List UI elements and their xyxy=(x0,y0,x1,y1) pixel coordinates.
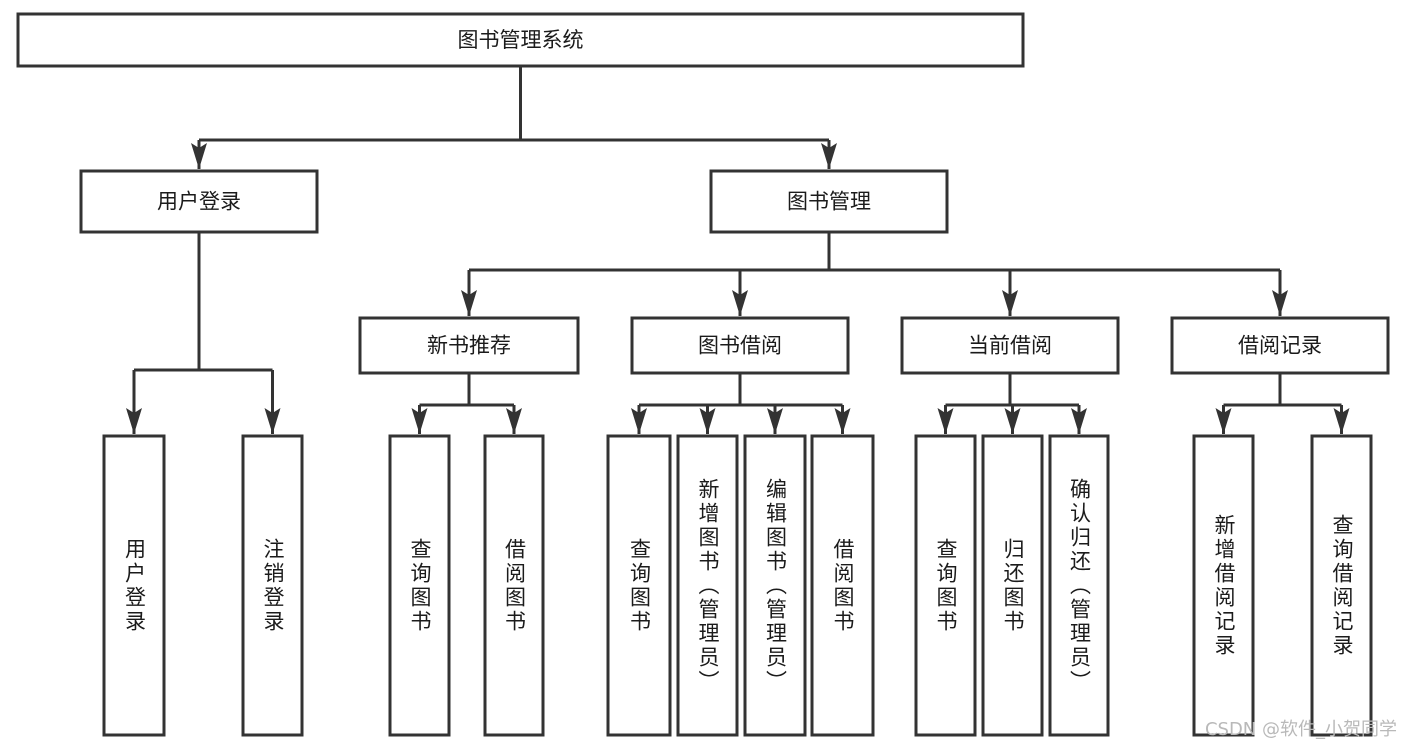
leaf-node-5-box[interactable] xyxy=(676,434,739,737)
leaf-node-3-box[interactable] xyxy=(483,434,545,737)
edge-layer xyxy=(126,66,1350,434)
leaf-node-6[interactable] xyxy=(743,434,807,737)
level3-node-0[interactable]: 新书推荐 xyxy=(358,316,580,375)
leaf-node-6-label-wrap: 编辑图书（管理员） xyxy=(745,436,805,735)
leaf-node-1[interactable] xyxy=(241,434,304,737)
leaf-node-7-label-wrap: 借阅图书 xyxy=(812,436,873,735)
arrow-head-icon xyxy=(767,408,783,434)
leaf-node-1-label: 注销登录 xyxy=(261,537,285,634)
root-node-box[interactable] xyxy=(16,12,1025,68)
level3-node-3-label: 借阅记录 xyxy=(1238,334,1322,358)
leaf-node-6-box[interactable] xyxy=(743,434,807,737)
arrow-head-icon xyxy=(834,408,851,434)
level3-node-3[interactable]: 借阅记录 xyxy=(1170,316,1390,375)
leaf-node-5-label-wrap: 新增图书（管理员） xyxy=(678,436,737,735)
level3-node-1-label: 图书借阅 xyxy=(698,334,782,358)
leaf-node-0-label-wrap: 用户登录 xyxy=(104,436,164,735)
leaf-node-1-box[interactable] xyxy=(241,434,304,737)
root-node-label: 图书管理系统 xyxy=(458,28,584,52)
leaf-node-2-label-wrap: 查询图书 xyxy=(390,436,449,735)
arrow-head-icon xyxy=(1215,408,1232,434)
leaf-node-8-label-wrap: 查询图书 xyxy=(916,436,975,735)
leaf-node-11-label: 新增借阅记录 xyxy=(1212,513,1236,658)
leaf-node-5-label: 新增图书（管理员） xyxy=(696,477,720,694)
leaf-node-8-box[interactable] xyxy=(914,434,977,737)
arrow-head-icon xyxy=(1071,408,1087,434)
leaf-node-2-label: 查询图书 xyxy=(408,537,432,634)
level2-node-1-box[interactable] xyxy=(709,169,949,234)
arrow-head-icon xyxy=(821,143,837,169)
csdn-watermark: CSDN @软件_小贺同学 xyxy=(1204,719,1397,740)
leaf-node-11-box[interactable] xyxy=(1192,434,1255,737)
leaf-node-3-label: 借阅图书 xyxy=(502,537,527,634)
arrow-head-icon xyxy=(699,408,716,434)
arrow-head-icon xyxy=(264,408,281,434)
leaf-node-11-label-wrap: 新增借阅记录 xyxy=(1194,436,1253,735)
arrow-head-icon xyxy=(191,143,207,169)
leaf-node-4[interactable] xyxy=(606,434,672,737)
leaf-node-6-label: 编辑图书（管理员） xyxy=(763,477,788,694)
arrow-head-icon xyxy=(732,290,748,316)
arrow-head-icon xyxy=(1004,408,1021,434)
level3-node-0-box[interactable] xyxy=(358,316,580,375)
level3-node-2-box[interactable] xyxy=(900,316,1120,375)
leaf-node-9-label: 归还图书 xyxy=(1001,537,1025,634)
leaf-node-2-box[interactable] xyxy=(388,434,451,737)
level2-node-0[interactable]: 用户登录 xyxy=(79,169,319,234)
arrow-head-icon xyxy=(1002,290,1018,316)
leaf-node-0-box[interactable] xyxy=(102,434,166,737)
arrow-head-icon xyxy=(461,290,477,316)
leaf-node-3-label-wrap: 借阅图书 xyxy=(485,436,543,735)
arrow-head-icon xyxy=(1272,290,1288,316)
leaf-node-11[interactable] xyxy=(1192,434,1255,737)
arrow-head-icon xyxy=(631,408,647,434)
level3-node-0-label: 新书推荐 xyxy=(427,334,511,358)
leaf-node-7[interactable] xyxy=(810,434,875,737)
arrow-head-icon xyxy=(126,408,142,434)
leaf-node-7-box[interactable] xyxy=(810,434,875,737)
arrow-head-icon xyxy=(937,408,954,434)
leaf-node-0[interactable] xyxy=(102,434,166,737)
leaf-node-10[interactable] xyxy=(1048,434,1110,737)
leaf-node-9[interactable] xyxy=(981,434,1044,737)
arrow-head-icon xyxy=(506,408,522,434)
level3-node-2-label: 当前借阅 xyxy=(968,334,1052,358)
level2-node-1-label: 图书管理 xyxy=(787,190,871,214)
level3-node-3-box[interactable] xyxy=(1170,316,1390,375)
leaf-node-1-label-wrap: 注销登录 xyxy=(243,436,302,735)
level2-node-0-label: 用户登录 xyxy=(157,190,241,214)
leaf-node-4-box[interactable] xyxy=(606,434,672,737)
leaf-node-4-label-wrap: 查询图书 xyxy=(608,436,670,735)
leaf-node-12-label-wrap: 查询借阅记录 xyxy=(1312,436,1371,735)
leaf-node-3[interactable] xyxy=(483,434,545,737)
leaf-node-12-box[interactable] xyxy=(1310,434,1373,737)
leaf-node-4-label: 查询图书 xyxy=(627,537,652,634)
leaf-node-0-label: 用户登录 xyxy=(122,537,147,634)
arrow-head-icon xyxy=(411,408,428,434)
root-node[interactable]: 图书管理系统 xyxy=(16,12,1025,68)
leaf-node-8-label: 查询图书 xyxy=(934,537,958,634)
leaf-node-10-label-wrap: 确认归还（管理员） xyxy=(1050,436,1108,735)
leaf-node-7-label: 借阅图书 xyxy=(831,537,855,634)
level3-node-2[interactable]: 当前借阅 xyxy=(900,316,1120,375)
leaf-node-10-label: 确认归还（管理员） xyxy=(1067,477,1092,694)
leaf-node-9-box[interactable] xyxy=(981,434,1044,737)
leaf-node-8[interactable] xyxy=(914,434,977,737)
level3-node-1-box[interactable] xyxy=(630,316,850,375)
leaf-node-5[interactable] xyxy=(676,434,739,737)
leaf-node-2[interactable] xyxy=(388,434,451,737)
arrow-head-icon xyxy=(1333,408,1350,434)
leaf-node-9-label-wrap: 归还图书 xyxy=(983,436,1042,735)
level2-node-1[interactable]: 图书管理 xyxy=(709,169,949,234)
level3-node-1[interactable]: 图书借阅 xyxy=(630,316,850,375)
leaf-node-10-box[interactable] xyxy=(1048,434,1110,737)
level2-node-0-box[interactable] xyxy=(79,169,319,234)
leaf-node-12-label: 查询借阅记录 xyxy=(1330,513,1354,658)
leaf-node-12[interactable] xyxy=(1310,434,1373,737)
